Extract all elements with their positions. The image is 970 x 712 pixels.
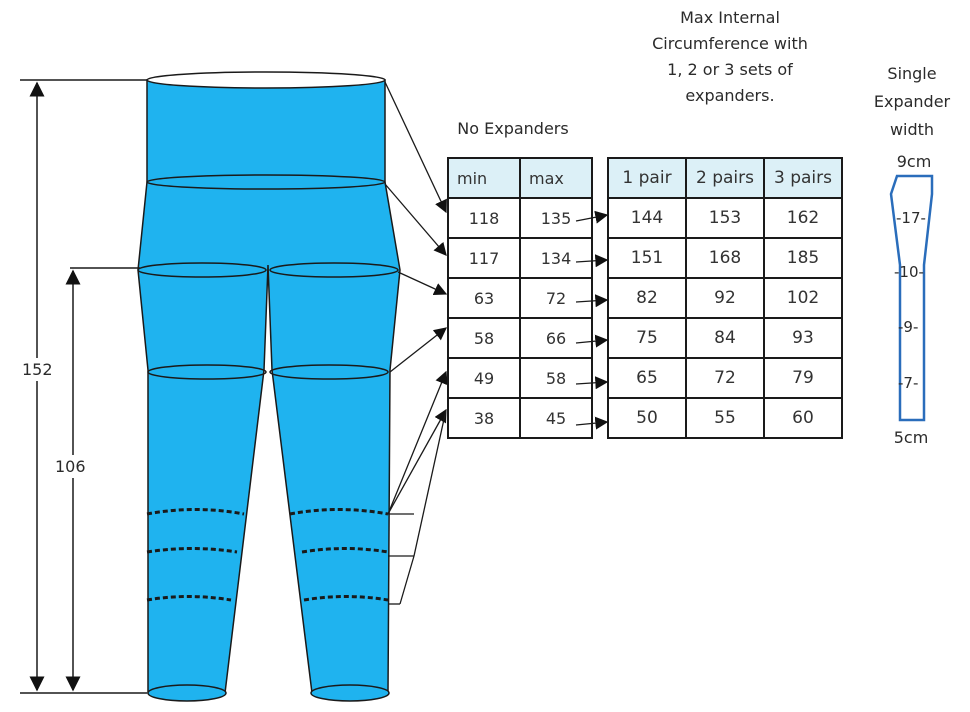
- title-line: 1, 2 or 3 sets of: [667, 60, 793, 79]
- cell: 72: [519, 277, 593, 319]
- cell: 58: [447, 317, 521, 359]
- expander-strip-shape: [889, 174, 934, 422]
- cell: 38: [447, 397, 521, 439]
- title-line: Expander: [873, 92, 951, 111]
- cell: 151: [607, 237, 687, 279]
- calf-dashed-lines: [146, 508, 389, 602]
- no-expanders-title: No Expanders: [457, 119, 569, 138]
- cell: 135: [519, 197, 593, 239]
- dimension-lines: [20, 79, 147, 694]
- cell: 117: [447, 237, 521, 279]
- expander-top-width: 9cm: [896, 152, 932, 171]
- cell: 93: [763, 317, 843, 359]
- title-line: Circumference with: [652, 34, 808, 53]
- cell: 58: [519, 357, 593, 399]
- cell: 92: [685, 277, 765, 319]
- title-line: Single: [887, 64, 937, 83]
- cell: 102: [763, 277, 843, 319]
- knee-line-right: [269, 364, 389, 380]
- expander-mark: -17-: [896, 209, 926, 227]
- cell: 153: [685, 197, 765, 239]
- hip-line: [146, 174, 386, 190]
- cell: 45: [519, 397, 593, 439]
- expander-bottom-width: 5cm: [893, 428, 929, 447]
- ankle-rim-left: [147, 684, 227, 702]
- header-min: min: [447, 157, 521, 199]
- cell: 50: [607, 397, 687, 439]
- inseam-label: 106: [55, 455, 86, 478]
- expander-mark: -7-: [898, 374, 919, 392]
- title-line: width: [889, 120, 935, 139]
- cell: 162: [763, 197, 843, 239]
- cell: 49: [447, 357, 521, 399]
- cell: 72: [685, 357, 765, 399]
- cell: 65: [607, 357, 687, 399]
- expander-mark: -9-: [898, 318, 919, 336]
- cell: 66: [519, 317, 593, 359]
- total-height-label: 152: [22, 358, 53, 381]
- expander-mark: -10-: [894, 263, 924, 281]
- cell: 63: [447, 277, 521, 319]
- cell: 55: [685, 397, 765, 439]
- cell: 168: [685, 237, 765, 279]
- thigh-line-left: [137, 262, 267, 278]
- cell: 144: [607, 197, 687, 239]
- cell: 84: [685, 317, 765, 359]
- cell: 75: [607, 317, 687, 359]
- cell: 118: [447, 197, 521, 239]
- leader-lines: [384, 81, 448, 605]
- cell: 82: [607, 277, 687, 319]
- title-line: Max Internal: [680, 8, 780, 27]
- header-1-pair: 1 pair: [607, 157, 687, 199]
- expander-title: Single Expander width: [860, 60, 964, 144]
- cell: 79: [763, 357, 843, 399]
- waist-rim: [146, 71, 386, 89]
- header-max: max: [519, 157, 593, 199]
- cell: 185: [763, 237, 843, 279]
- header-3-pairs: 3 pairs: [763, 157, 843, 199]
- leggings-shape: [137, 79, 401, 694]
- header-2-pairs: 2 pairs: [685, 157, 765, 199]
- thigh-line-right: [269, 262, 399, 278]
- ankle-rim-right: [310, 684, 390, 702]
- knee-line-left: [147, 364, 267, 380]
- title-line: expanders.: [685, 86, 775, 105]
- with-expanders-title: Max Internal Circumference with 1, 2 or …: [630, 5, 830, 109]
- cell: 60: [763, 397, 843, 439]
- cell: 134: [519, 237, 593, 279]
